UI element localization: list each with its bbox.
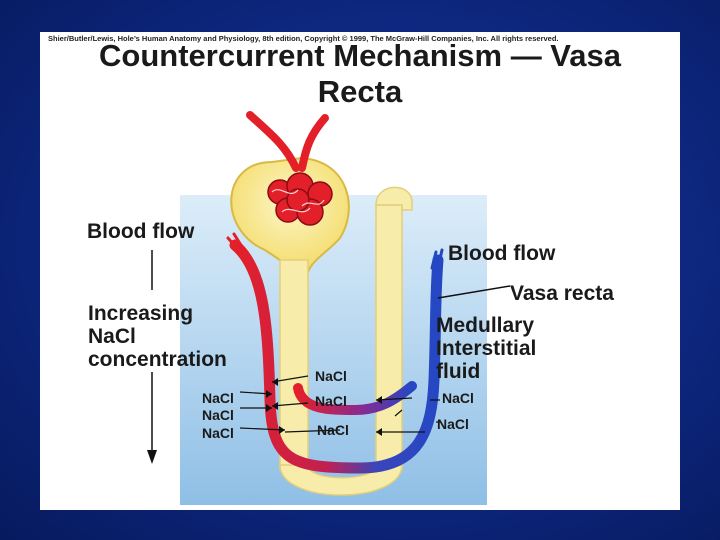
ascending-limb-top: [375, 186, 413, 211]
nacl-center-top: NaCl: [315, 368, 347, 384]
copyright-credit: Shier/Butler/Lewis, Hole’s Human Anatomy…: [48, 34, 559, 43]
descending-limb: [279, 259, 309, 471]
title-line-1: Countercurrent Mechanism — Vasa: [99, 38, 621, 73]
concentration-arrow-head: [147, 450, 157, 464]
nacl-right-1: NaCl: [442, 390, 474, 406]
vasa-recta-outer: [229, 239, 444, 474]
glomerulus: [267, 172, 333, 226]
increasing-label: Increasing NaCl concentration: [88, 302, 227, 371]
increasing-line-3: concentration: [88, 348, 227, 371]
vasa-recta-label: Vasa recta: [510, 282, 614, 305]
blood-flow-left-label: Blood flow: [87, 220, 195, 243]
vasa-recta-leader: [437, 285, 511, 299]
vasa-recta-inner: [293, 381, 417, 416]
increasing-line-2: NaCl: [88, 325, 136, 348]
title-line-2: Recta: [317, 74, 403, 109]
medullary-line-2: Interstitial: [436, 337, 537, 360]
afferent-arteriole: [246, 111, 300, 172]
medullary-line-1: Medullary: [436, 314, 535, 337]
nacl-left-3: NaCl: [202, 425, 234, 441]
medullary-interstitial-fluid-label: Medullary Interstitial fluid: [436, 314, 536, 383]
nacl-center-bottom: NaCl: [317, 422, 349, 438]
vessel-ends: [226, 232, 444, 270]
nacl-left-1: NaCl: [202, 390, 234, 406]
nacl-center-mid: NaCl: [315, 393, 347, 409]
nacl-right-2: NaCl: [437, 416, 469, 432]
increasing-line-1: Increasing: [88, 302, 194, 325]
vasa-recta-diagram: [147, 111, 511, 505]
efferent-arteriole: [298, 114, 329, 172]
blood-flow-right-label: Blood flow: [448, 242, 556, 265]
nacl-left-2: NaCl: [202, 407, 234, 423]
slide-title: Countercurrent Mechanism — Vasa Recta: [40, 38, 680, 110]
medullary-line-3: fluid: [436, 360, 481, 383]
